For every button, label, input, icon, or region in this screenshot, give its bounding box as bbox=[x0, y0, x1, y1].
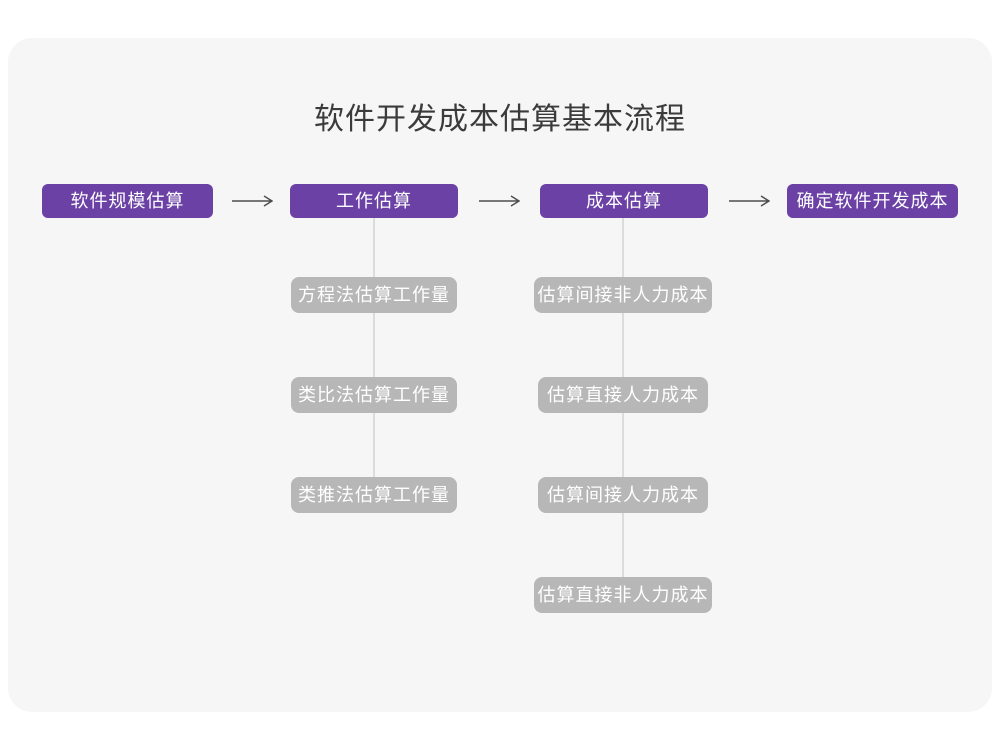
right-arrow-icon bbox=[729, 195, 770, 207]
node-direct-nonlabor-cost: 估算直接非人力成本 bbox=[534, 577, 712, 613]
node-indirect-labor-cost: 估算间接人力成本 bbox=[538, 477, 708, 513]
node-work-estimation: 工作估算 bbox=[290, 184, 458, 218]
node-indirect-nonlabor-cost: 估算间接非人力成本 bbox=[534, 277, 712, 313]
flowchart-canvas bbox=[8, 38, 992, 712]
node-equation-method-effort: 方程法估算工作量 bbox=[291, 277, 457, 313]
node-determine-development-cost: 确定软件开发成本 bbox=[787, 184, 958, 218]
node-extrapolation-method-effort: 类推法估算工作量 bbox=[291, 477, 457, 513]
node-analogy-method-effort: 类比法估算工作量 bbox=[291, 377, 457, 413]
node-software-scale-estimation: 软件规模估算 bbox=[42, 184, 213, 218]
right-arrow-icon bbox=[479, 195, 520, 207]
right-arrow-icon bbox=[232, 195, 273, 207]
connector-line-work-estimation bbox=[373, 218, 375, 495]
node-cost-estimation: 成本估算 bbox=[540, 184, 708, 218]
diagram-title: 软件开发成本估算基本流程 bbox=[314, 103, 686, 136]
node-direct-labor-cost: 估算直接人力成本 bbox=[538, 377, 708, 413]
